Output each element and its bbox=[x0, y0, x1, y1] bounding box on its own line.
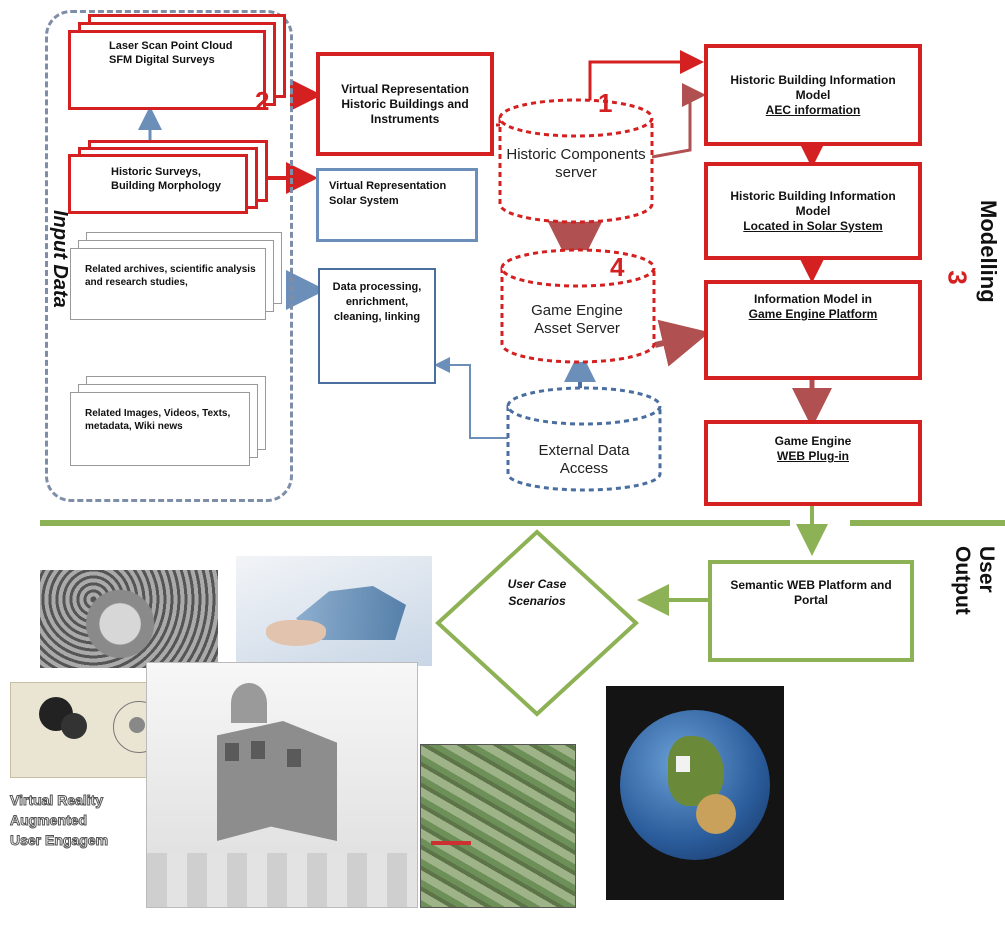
external-data-text: External Data Access bbox=[538, 442, 630, 477]
virtual-buildings-node: Virtual Representation Historic Building… bbox=[316, 52, 494, 156]
number-2: 2 bbox=[255, 86, 270, 116]
user-output-label: User Output bbox=[940, 540, 1000, 660]
number-3: 3 bbox=[942, 270, 973, 285]
historic-components-text: Historic Components server bbox=[506, 146, 646, 181]
virtual-buildings-text: Virtual Representation Historic Building… bbox=[341, 81, 469, 126]
archives-source: Related archives, scientific analysis an… bbox=[70, 248, 266, 320]
user-case-text: User Case Scenarios bbox=[507, 577, 567, 608]
satellite-map-image bbox=[420, 744, 576, 908]
input-data-group bbox=[45, 10, 293, 502]
historic-surveys-text: Historic Surveys, Building Morphology bbox=[111, 166, 221, 192]
im-game-sub: Game Engine Platform bbox=[748, 307, 878, 321]
building-model-image bbox=[146, 662, 418, 908]
data-processing-node: Data processing, enrichment, cleaning, l… bbox=[318, 268, 436, 384]
user-case-diamond bbox=[435, 529, 639, 717]
im-game-node: Information Model in Game Engine Platfor… bbox=[704, 280, 922, 380]
game-engine-asset-text: Game Engine Asset Server bbox=[531, 302, 623, 337]
semantic-web-text: Semantic WEB Platform and Portal bbox=[730, 578, 892, 607]
historic-surveys-source: Historic Surveys, Building Morphology bbox=[68, 154, 248, 214]
images-source: Related Images, Videos, Texts, metadata,… bbox=[70, 392, 250, 466]
number-1: 1 bbox=[598, 88, 613, 118]
earth-globe-image bbox=[606, 686, 784, 900]
laser-scan-text: Laser Scan Point Cloud SFM Digital Surve… bbox=[109, 40, 233, 66]
modelling-label: Modelling bbox=[976, 200, 1001, 303]
hbim-title: Historic Building Information Model bbox=[730, 72, 896, 102]
laser-scan-source: Laser Scan Point Cloud SFM Digital Surve… bbox=[68, 30, 266, 110]
input-data-label: Input Data bbox=[45, 210, 73, 370]
external-data-access bbox=[506, 386, 662, 492]
collage-caption: Virtual Reality Augmented User Engagem bbox=[10, 790, 150, 850]
web-plugin-node: Game Engine WEB Plug-in bbox=[704, 420, 922, 506]
portrait-image bbox=[40, 570, 218, 668]
virtual-solar-node: Virtual Representation Solar System bbox=[316, 168, 478, 242]
holographic-image bbox=[236, 556, 432, 666]
images-text: Related Images, Videos, Texts, metadata,… bbox=[85, 408, 231, 432]
hbim-node: Historic Building Information Model AEC … bbox=[704, 44, 922, 146]
user-output-text: User Output bbox=[951, 546, 998, 615]
game-engine-asset-server bbox=[500, 248, 656, 364]
hbim-sub: AEC information bbox=[765, 102, 861, 117]
archives-text: Related archives, scientific analysis an… bbox=[85, 264, 256, 288]
caption-line-1: Virtual Reality bbox=[10, 792, 104, 809]
web-plugin-title: Game Engine bbox=[774, 434, 852, 448]
hbim-solar-sub: Located in Solar System bbox=[743, 218, 883, 233]
historic-components-server bbox=[498, 98, 654, 224]
number-4: 4 bbox=[610, 252, 625, 282]
semantic-web-node: Semantic WEB Platform and Portal bbox=[708, 560, 914, 662]
caption-line-3: User Engagem bbox=[10, 832, 109, 849]
web-plugin-sub: WEB Plug-in bbox=[777, 449, 849, 463]
input-data-label-text: Input Data bbox=[49, 210, 71, 308]
caption-line-2: Augmented bbox=[10, 812, 88, 829]
hbim-solar-title: Historic Building Information Model bbox=[730, 188, 896, 218]
data-processing-text: Data processing, enrichment, cleaning, l… bbox=[332, 281, 422, 323]
virtual-solar-text: Virtual Representation Solar System bbox=[329, 180, 447, 207]
im-game-title: Information Model in bbox=[754, 292, 872, 306]
hbim-solar-node: Historic Building Information Model Loca… bbox=[704, 162, 922, 260]
